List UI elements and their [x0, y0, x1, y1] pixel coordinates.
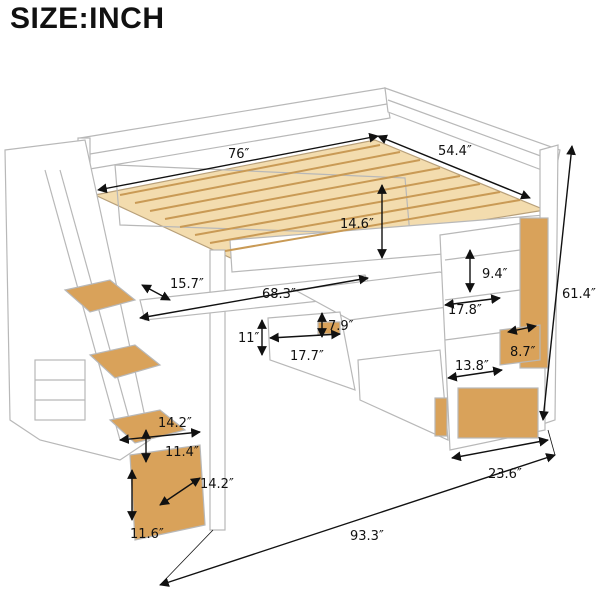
- label-step-width: 14.2″: [158, 416, 192, 431]
- label-total-height: 61.4″: [562, 287, 596, 302]
- dimension-labels: 76″ 54.4″ 14.6″ 61.4″ 68.3″ 15.7″ 9.4″ 1…: [130, 144, 596, 544]
- size-unit-title: SIZE:INCH: [10, 2, 165, 35]
- label-stairbox-depth: 11.6″: [130, 527, 164, 542]
- side-cabinet: [439, 217, 549, 451]
- label-desk-depth: 15.7″: [170, 277, 204, 292]
- arrow-bed-width: [377, 134, 531, 200]
- label-guardrail-height: 14.6″: [340, 217, 374, 232]
- arrow-total-height: [539, 145, 576, 421]
- arrow-bed-length: [97, 132, 379, 194]
- arrow-cabinet-width: [447, 366, 503, 382]
- arrow-shelf-width: [444, 294, 501, 309]
- stair-step: [88, 344, 162, 379]
- label-desk-length: 68.3″: [262, 287, 296, 302]
- arrow-desk-length: [139, 274, 369, 322]
- label-total-length: 93.3″: [350, 529, 384, 544]
- label-shelf-height: 9.4″: [482, 267, 508, 282]
- arrow-step-width: [119, 428, 201, 444]
- label-stairbox-width: 14.2″: [200, 477, 234, 492]
- drawers: [267, 311, 449, 441]
- arrow-cabinet-depth: [507, 323, 537, 335]
- label-side-depth: 23.6″: [488, 467, 522, 482]
- arrow-desk-depth: [141, 284, 171, 301]
- label-bed-length: 76″: [228, 147, 250, 162]
- label-shelf-width: 17.8″: [448, 303, 482, 318]
- stair-step: [63, 279, 137, 313]
- arrow-total-length: [159, 453, 556, 587]
- label-drawer-height: 11″: [238, 331, 260, 346]
- label-bed-width: 54.4″: [438, 144, 472, 159]
- label-drawer-width: 17.7″: [290, 349, 324, 364]
- drawer-right: [357, 349, 449, 441]
- label-drawer-depth-small: 7.9″: [328, 319, 354, 334]
- arrow-drawer-width: [269, 329, 341, 343]
- label-cabinet-width: 13.8″: [455, 359, 489, 374]
- label-cabinet-depth: 8.7″: [510, 345, 536, 360]
- label-step-height: 11.4″: [165, 445, 199, 460]
- dimension-arrows: [97, 132, 576, 587]
